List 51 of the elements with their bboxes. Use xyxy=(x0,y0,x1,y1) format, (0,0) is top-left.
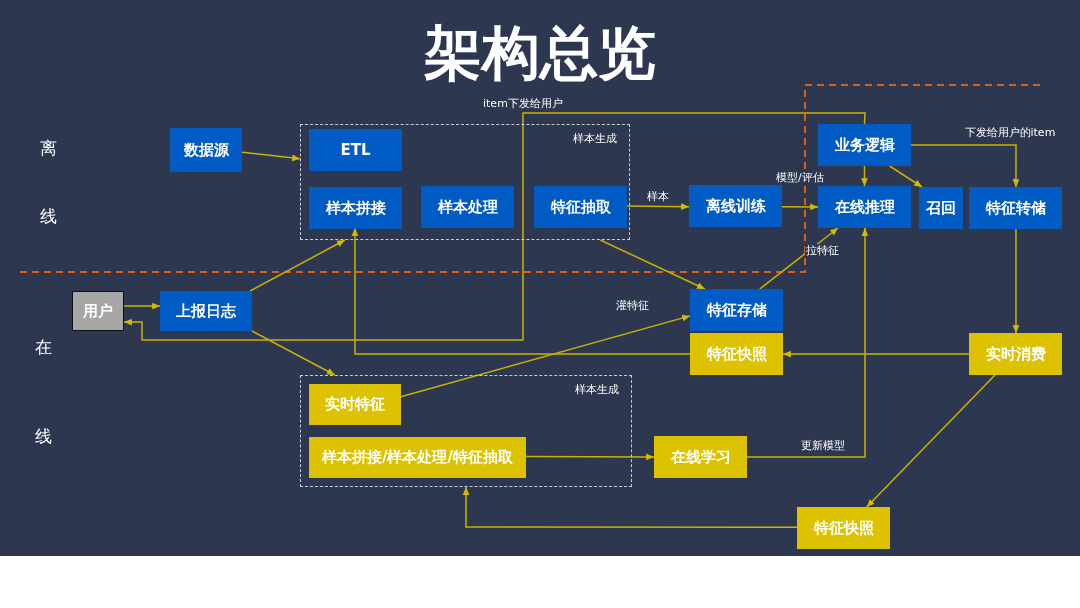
process-box: 在线学习 xyxy=(654,436,747,478)
side-label: 线 xyxy=(35,426,52,446)
process-box: 样本拼接 xyxy=(309,187,402,229)
arrow xyxy=(861,165,868,187)
process-box: 上报日志 xyxy=(160,291,252,331)
side-label: 线 xyxy=(40,206,57,226)
side-label: 离 xyxy=(40,138,57,158)
edge-label: 下发给用户的item xyxy=(963,126,1057,139)
arrow xyxy=(866,374,996,508)
arrow xyxy=(599,239,706,290)
arrow xyxy=(910,144,1020,188)
arrow xyxy=(251,330,336,376)
process-box: 实时消费 xyxy=(969,333,1062,375)
process-box: 召回 xyxy=(919,187,963,229)
arrow xyxy=(782,350,970,358)
side-label: 在 xyxy=(35,337,52,357)
process-box: 实时特征 xyxy=(309,384,401,425)
edge-label: 更新模型 xyxy=(800,439,846,452)
process-box: ETL xyxy=(309,129,402,171)
group-heading: 样本生成 xyxy=(575,382,619,397)
arrow xyxy=(462,486,798,528)
process-box: 数据源 xyxy=(170,128,242,172)
process-box: 样本处理 xyxy=(421,186,514,228)
arrow xyxy=(781,203,819,211)
arrow xyxy=(351,227,691,355)
edge-label: 模型/评估 xyxy=(775,171,825,184)
process-box: 特征快照 xyxy=(797,507,890,549)
edge-label: 灌特征 xyxy=(614,299,650,312)
edge-label: item下发给用户 xyxy=(482,97,564,110)
arrow xyxy=(249,239,346,292)
process-box: 用户 xyxy=(72,291,124,331)
arrow xyxy=(241,151,301,162)
process-box: 离线训练 xyxy=(689,185,782,227)
process-box: 特征快照 xyxy=(690,333,783,375)
group-frame xyxy=(300,375,632,487)
title: 架构总览 xyxy=(424,19,656,87)
process-box: 特征转储 xyxy=(969,187,1062,229)
arrow xyxy=(746,227,869,458)
arrow xyxy=(123,302,161,310)
process-box: 样本拼接/样本处理/特征抽取 xyxy=(309,437,526,478)
edge-label: 拉特征 xyxy=(804,244,840,257)
arrow xyxy=(123,112,866,341)
group-frame xyxy=(300,124,630,240)
process-box: 特征抽取 xyxy=(534,186,627,228)
process-box: 业务逻辑 xyxy=(818,124,911,166)
group-heading: 样本生成 xyxy=(573,131,617,146)
arrow xyxy=(888,165,923,188)
edge-label: 样本 xyxy=(646,190,670,203)
process-box: 在线推理 xyxy=(818,186,911,228)
process-box: 特征存储 xyxy=(690,289,783,331)
arrow xyxy=(1012,228,1020,334)
